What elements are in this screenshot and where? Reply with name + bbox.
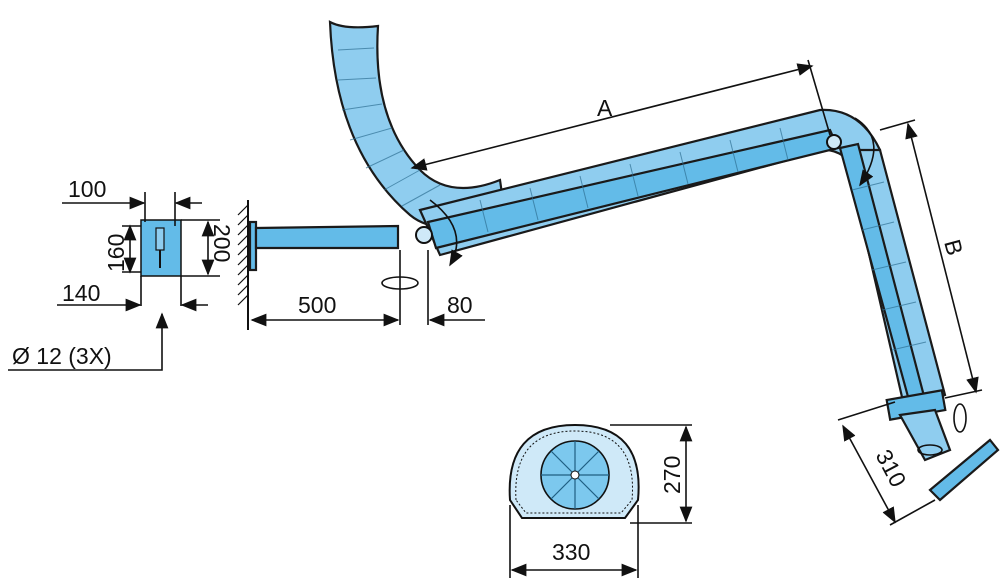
dimension-lines [250, 59, 983, 526]
wall-mount [237, 200, 400, 330]
label-100: 100 [68, 176, 106, 202]
elbow-joint [826, 134, 842, 150]
hood-side [928, 438, 1000, 502]
label-330: 330 [552, 539, 590, 565]
hood-front-view [508, 423, 693, 578]
rotation-arrows [381, 117, 967, 456]
label-hole-spec: Ø 12 (3X) [12, 343, 112, 369]
label-140: 140 [62, 280, 100, 306]
label-b: B [939, 237, 968, 259]
boom-tube [254, 224, 400, 250]
label-80: 80 [447, 292, 473, 318]
label-500: 500 [298, 292, 336, 318]
pivot-joint [415, 226, 433, 244]
label-270: 270 [659, 456, 685, 494]
upper-hose [328, 20, 507, 229]
label-200: 200 [209, 224, 235, 262]
wall-plate-view [8, 192, 220, 371]
label-a: A [597, 95, 613, 121]
label-310: 310 [871, 445, 912, 491]
label-160: 160 [103, 234, 129, 272]
